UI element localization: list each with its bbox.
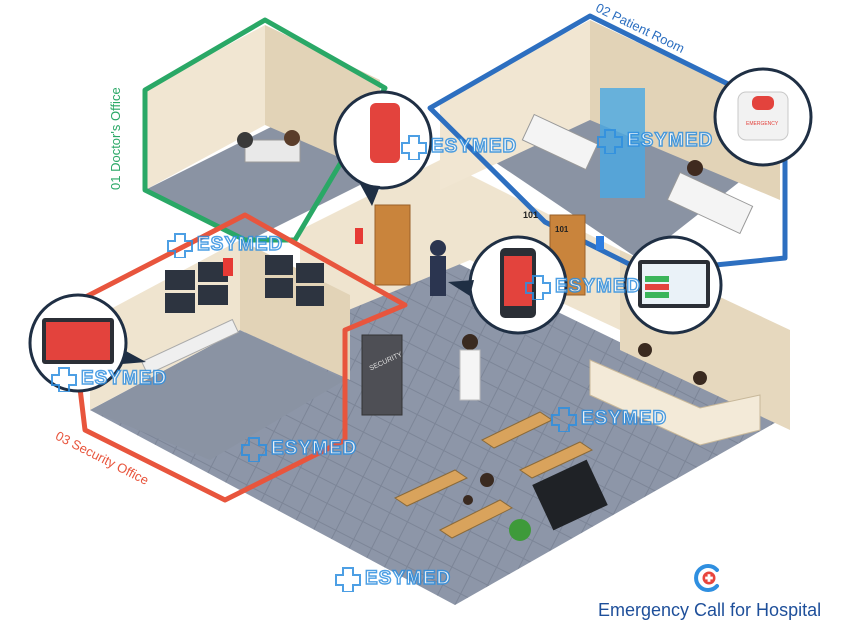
wall-alarm-light-blue <box>596 236 604 250</box>
security-door <box>361 334 403 416</box>
callout-reception-monitor <box>623 235 723 335</box>
patient-bed <box>666 171 754 235</box>
guard-body <box>430 256 446 296</box>
mother-figure <box>480 473 494 487</box>
brand-title: Emergency Call for Hospital <box>598 600 822 620</box>
security-desk <box>141 318 239 376</box>
patient-bed-2 <box>521 113 599 171</box>
receptionist-1 <box>638 343 652 357</box>
doctor-office-floor <box>145 125 380 240</box>
wall-alarm-light-red <box>355 228 363 244</box>
doctor-office-wall-left <box>145 25 265 190</box>
potted-plant <box>509 519 531 541</box>
security-monitor-wall <box>165 255 324 313</box>
doctor-office-border <box>142 17 388 243</box>
waiting-tv <box>532 459 608 531</box>
hospital-cross-logo-icon <box>694 564 719 592</box>
callout-emergency-button: EMERGENCY <box>713 67 813 167</box>
reception-desk <box>589 359 761 446</box>
security-office-border <box>67 212 408 503</box>
doctor-walking-figure <box>462 334 478 350</box>
security-office-wall-left <box>90 240 240 410</box>
waiting-benches <box>393 411 594 539</box>
patient-figure-doctor <box>284 130 300 146</box>
doctor-desk <box>244 139 301 163</box>
receptionist-2 <box>693 371 707 385</box>
callout-security-monitor <box>28 293 146 393</box>
guard-figure <box>430 240 446 256</box>
emergency-button-label: EMERGENCY <box>746 121 779 127</box>
patient-room-border <box>427 13 788 275</box>
child-figure <box>463 495 473 505</box>
doctor-figure <box>237 132 253 148</box>
room-101-door-sign: 101 <box>555 225 569 234</box>
patient-curtain <box>600 88 645 198</box>
room-101-wall-sign: 101 <box>523 210 538 220</box>
doctor-walking-body <box>459 349 481 401</box>
wall-alarm-light-security <box>223 258 233 276</box>
callout-wall-alarm <box>333 90 433 206</box>
patient-room-wall-left <box>440 20 590 190</box>
room-label-doctors-office: 01 Doctor's Office <box>108 87 123 190</box>
nurse-figure <box>687 160 703 176</box>
security-office-floor <box>90 330 345 460</box>
corridor-door <box>374 204 411 286</box>
